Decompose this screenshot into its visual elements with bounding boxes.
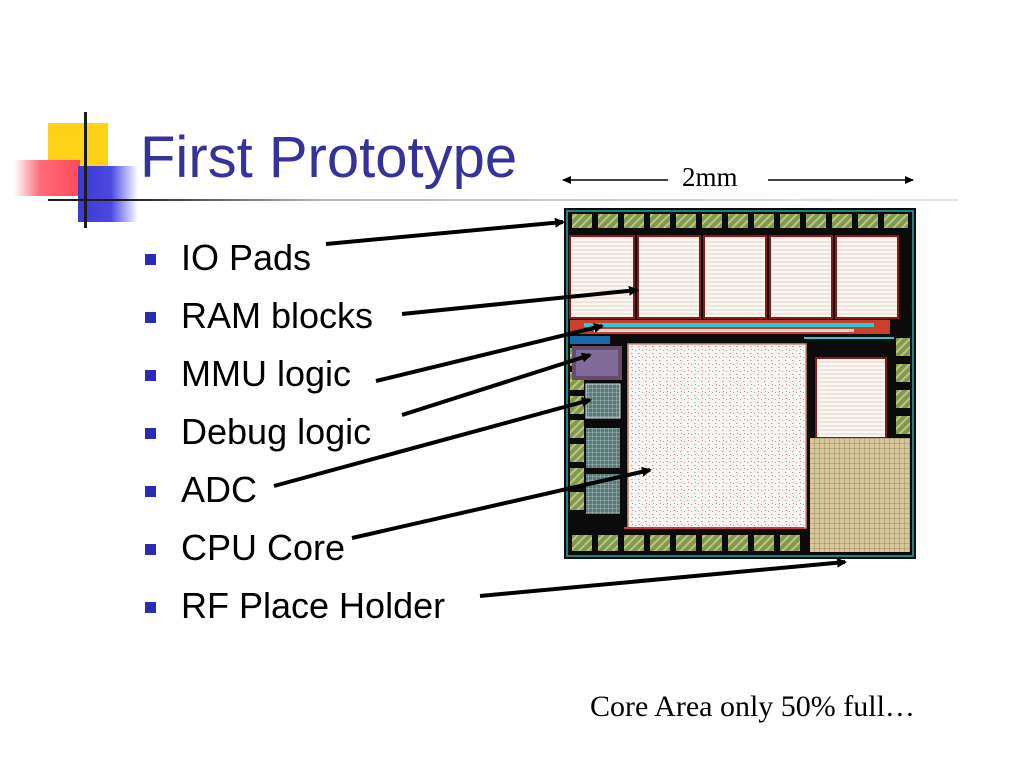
bullet-marker (145, 370, 156, 381)
bullet-text: CPU Core (181, 527, 346, 568)
bullet-list: IO Pads RAM blocks MMU logic Debug logic… (145, 232, 445, 638)
bullet-text: RAM blocks (181, 295, 374, 336)
bullet-marker (145, 428, 156, 439)
chip-layout-image (564, 208, 916, 559)
slide-title: First Prototype (140, 125, 518, 190)
bullet-marker (145, 602, 156, 613)
bullet-item: Debug logic (145, 406, 445, 464)
bullet-text: MMU logic (181, 353, 352, 394)
bullet-item: IO Pads (145, 232, 445, 290)
bullet-item: RAM blocks (145, 290, 445, 348)
bullet-marker (145, 254, 156, 265)
decoration-red-square (14, 160, 80, 196)
bullet-marker (145, 544, 156, 555)
scale-label: 2mm (682, 162, 738, 192)
arrow-rf-place-holder (479, 557, 847, 598)
title-underline (48, 199, 958, 201)
footnote: Core Area only 50% full… (590, 690, 915, 723)
bullet-text: Debug logic (181, 411, 372, 452)
bullet-item: ADC (145, 464, 445, 522)
decoration-vertical-line (84, 112, 87, 228)
bullet-text: IO Pads (181, 237, 312, 278)
bullet-item: CPU Core (145, 522, 445, 580)
bullet-text: ADC (181, 469, 258, 510)
bullet-item: MMU logic (145, 348, 445, 406)
decoration-blue-square (78, 166, 138, 222)
bullet-marker (145, 312, 156, 323)
bullet-item: RF Place Holder (145, 580, 445, 638)
bullet-text: RF Place Holder (181, 585, 446, 626)
bullet-marker (145, 486, 156, 497)
